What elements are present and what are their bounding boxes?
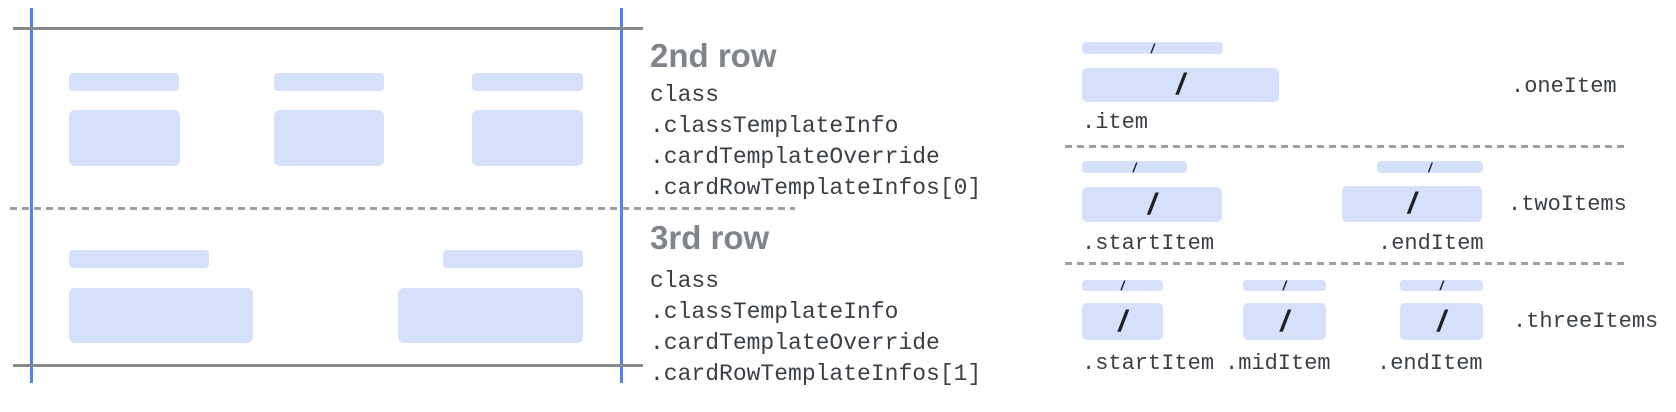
row3-start-field-label-bar [69,250,209,268]
code-line: .classTemplateInfo [650,113,899,139]
slash-placeholder-glyph: / [1428,159,1432,175]
threeitems-enditem-value-bar: / [1400,303,1483,340]
row3-end-field-value-block [398,288,583,343]
oneitem-item-label-bar: / [1082,40,1223,56]
card-bottom-boundary-line [13,364,643,367]
threeitems-startitem-label-bar: / [1082,278,1163,293]
row3-end-field-label-bar [443,250,583,268]
oneitem-template-label: .oneItem [1511,74,1617,99]
slash-placeholder-glyph: / [1150,40,1155,56]
slash-placeholder-glyph: / [1282,278,1287,293]
threeitems-startitem-label: .startItem [1082,351,1215,376]
row2-col2-field-value-block [274,110,384,166]
twoitems-enditem-label: .endItem [1378,231,1484,256]
slash-placeholder-glyph: / [1437,304,1446,338]
threeitems-startitem-value-bar: / [1082,303,1163,340]
template-section-divider [1065,145,1628,148]
card-top-boundary-line [13,27,643,30]
oneitem-item-value-bar: / [1082,68,1279,102]
twoitems-enditem-label-bar: / [1377,159,1483,175]
code-line: .cardTemplateOverride [650,330,940,356]
slash-placeholder-glyph: / [1176,68,1185,101]
threeitems-enditem-label: .endItem [1377,351,1483,376]
row3-code-block: class .classTemplateInfo .cardTemplateOv… [650,266,981,390]
template-section-divider [1065,262,1628,265]
card-right-edge-line [620,8,623,383]
slash-placeholder-glyph: / [1407,187,1417,220]
code-line: class [650,268,720,294]
code-line: .classTemplateInfo [650,299,899,325]
row3-start-field-value-block [69,288,253,343]
twoitems-startitem-label-bar: / [1082,159,1187,175]
threeitems-miditem-label-bar: / [1243,278,1326,293]
threeitems-miditem-label: .midItem [1225,351,1331,376]
threeitems-enditem-label-bar: / [1400,278,1483,293]
oneitem-item-label: .item [1082,110,1149,135]
row2-col2-field-label-bar [274,73,384,91]
twoitems-enditem-value-bar: / [1342,186,1482,222]
code-line: .cardTemplateOverride [650,144,940,170]
twoitems-startitem-value-bar: / [1082,187,1222,222]
slash-placeholder-glyph: / [1147,187,1157,221]
code-line: .cardRowTemplateInfos[0] [650,175,982,201]
card-row-divider-dashed-line [10,207,795,210]
row2-col1-field-value-block [69,110,180,166]
row2-col1-field-label-bar [69,73,179,91]
row2-code-block: class .classTemplateInfo .cardTemplateOv… [650,80,981,204]
row2-heading: 2nd row [650,37,777,74]
slash-placeholder-glyph: / [1120,278,1125,293]
row2-col3-field-value-block [472,110,583,166]
threeitems-miditem-value-bar: / [1243,303,1326,340]
code-line: class [650,82,720,108]
slash-placeholder-glyph: / [1118,304,1127,338]
card-left-edge-line [30,8,33,383]
row2-col3-field-label-bar [472,73,583,91]
slash-placeholder-glyph: / [1439,278,1444,293]
threeitems-template-label: .threeItems [1513,309,1659,334]
twoitems-startitem-label: .startItem [1082,231,1215,256]
code-line: .cardRowTemplateInfos[1] [650,361,982,387]
row2-spec: 2nd row class .classTemplateInfo .cardTe… [650,36,981,204]
slash-placeholder-glyph: / [1280,304,1289,338]
row3-heading: 3rd row [650,219,770,256]
slash-placeholder-glyph: / [1132,159,1137,175]
twoitems-template-label: .twoItems [1508,192,1627,217]
row3-spec: 3rd row class .classTemplateInfo .cardTe… [650,218,981,390]
